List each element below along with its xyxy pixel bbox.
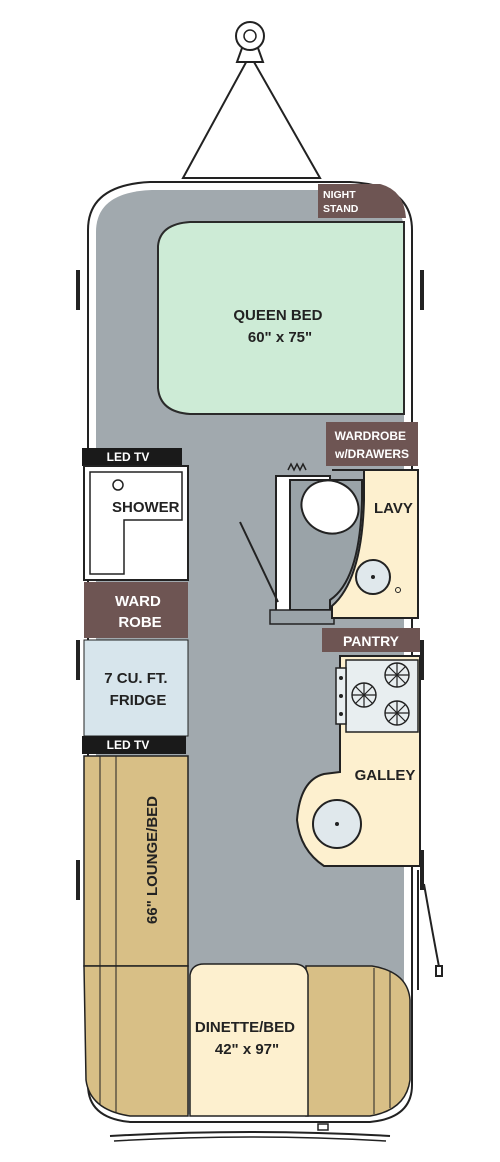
- led-tv-bottom: [82, 736, 186, 754]
- lounge-bed: [83, 755, 189, 967]
- fridge: [83, 639, 189, 737]
- ward-robe: [84, 582, 188, 638]
- pantry-label: PANTRY: [343, 633, 400, 649]
- night-stand: [318, 184, 406, 218]
- lounge-bed-label: 66" LOUNGE/BED: [144, 796, 161, 924]
- shower: [83, 465, 189, 581]
- queen-bed-label: QUEEN BED 60" x 75": [233, 307, 326, 346]
- fridge-label: 7 CU. FT. FRIDGE: [104, 670, 172, 709]
- bathroom: [239, 462, 363, 625]
- shell-marks: [76, 270, 424, 900]
- pantry: [322, 628, 420, 652]
- dinette-bed: [189, 963, 309, 1117]
- hitch: [181, 21, 322, 179]
- led-tv-top: [82, 448, 182, 466]
- stove-cooktop: [335, 659, 419, 733]
- lavy: [331, 469, 419, 619]
- led-tv-bottom-label: LED TV: [107, 738, 150, 752]
- galley-label: GALLEY: [355, 767, 416, 784]
- wardrobe-drawers: [326, 422, 418, 466]
- night-stand-label: NIGHT STAND: [323, 189, 359, 215]
- led-tv-top-label: LED TV: [107, 450, 150, 464]
- dinette-bed-label: DINETTE/BED 42" x 97": [195, 1019, 299, 1058]
- queen-bed: [157, 221, 405, 415]
- shower-label: SHOWER: [112, 499, 180, 516]
- entry-door: [417, 870, 443, 990]
- lavy-label: LAVY: [374, 500, 413, 517]
- rear-bumper: [109, 1131, 391, 1137]
- dinette-seating: [83, 965, 411, 1117]
- wardrobe-drawers-label: WARDROBE w/DRAWERS: [334, 429, 409, 461]
- ward-robe-label: WARD ROBE: [115, 593, 165, 631]
